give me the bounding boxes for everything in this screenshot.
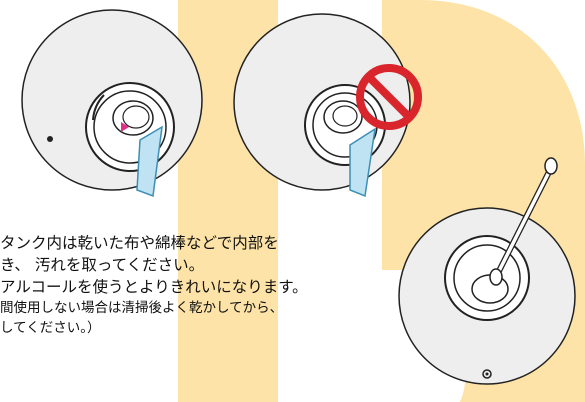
instruction-line-2: き、 汚れを取ってください。	[0, 256, 205, 274]
wiping-stick-icon	[349, 127, 376, 198]
prohibited-icon	[356, 64, 422, 130]
instruction-line-4: 間使用しない場合は清掃後よく乾かしてから、	[0, 300, 284, 316]
wiping-stick-icon	[136, 125, 163, 198]
instruction-line-1: タンク内は乾いた布や綿棒などで内部を	[0, 234, 279, 252]
instruction-line-3: アルコールを使うとよりきれいになります。	[0, 278, 308, 296]
panel-1-tank-illustration	[21, 9, 203, 198]
direction-arrow-icon	[121, 122, 129, 132]
panel-2-tank-illustration	[233, 13, 422, 198]
instruction-line-5: してください。）	[0, 320, 101, 336]
panel-3-tank-illustration	[398, 157, 576, 385]
cotton-swab-icon	[489, 157, 558, 286]
cleaning-instructions: タンク内は乾いた布や綿棒などで内部を き、 汚れを取ってください。 アルコールを…	[0, 232, 380, 338]
